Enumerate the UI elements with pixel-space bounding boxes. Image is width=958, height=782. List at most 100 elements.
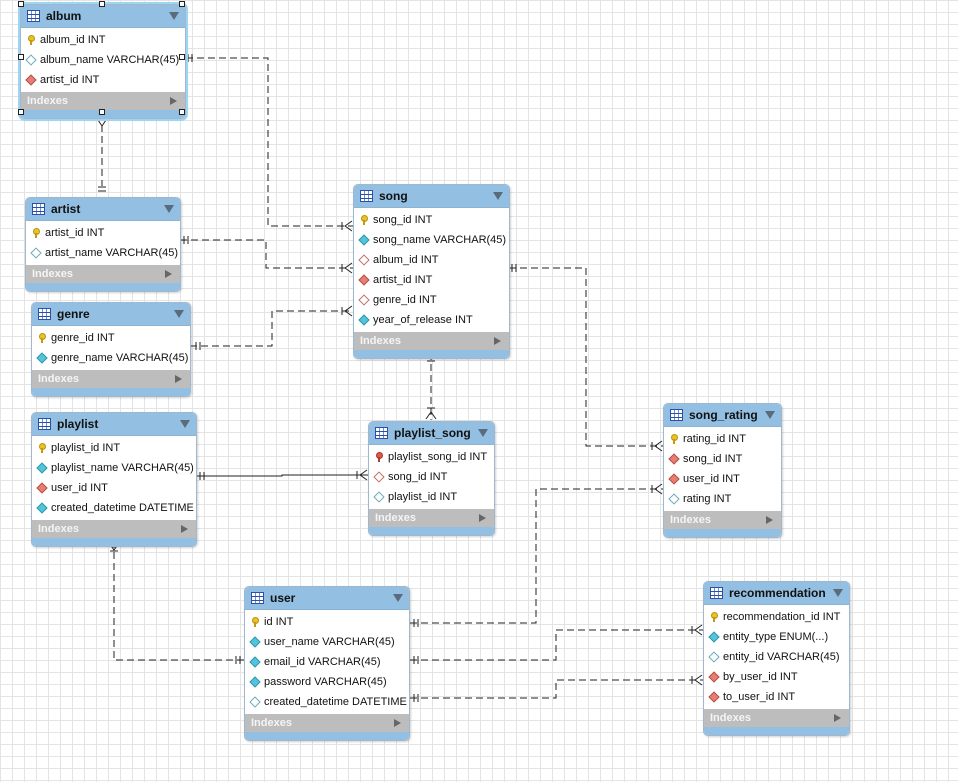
rel-user-song_rating[interactable] bbox=[410, 483, 663, 627]
column-row[interactable]: user_name VARCHAR(45) bbox=[245, 632, 409, 652]
column-row[interactable]: year_of_release INT bbox=[354, 310, 509, 330]
table-header[interactable]: song bbox=[354, 185, 509, 208]
collapse-triangle-icon[interactable] bbox=[478, 429, 488, 437]
column-row[interactable]: recommendation_id INT bbox=[704, 607, 849, 627]
collapse-triangle-icon[interactable] bbox=[393, 594, 403, 602]
rel-album-artist[interactable] bbox=[97, 114, 107, 192]
column-row[interactable]: playlist_id INT bbox=[32, 438, 196, 458]
indexes-section[interactable]: Indexes bbox=[704, 709, 849, 727]
expand-arrow-icon[interactable] bbox=[494, 337, 501, 345]
expand-arrow-icon[interactable] bbox=[165, 270, 172, 278]
column-row[interactable]: password VARCHAR(45) bbox=[245, 672, 409, 692]
column-row[interactable]: entity_type ENUM(...) bbox=[704, 627, 849, 647]
column-label: artist_id INT bbox=[40, 74, 100, 86]
rel-playlist-playlist_song[interactable] bbox=[196, 469, 368, 481]
column-row[interactable]: rating INT bbox=[664, 489, 781, 509]
rel-song-song_rating[interactable] bbox=[509, 264, 663, 452]
rel-artist-song[interactable] bbox=[180, 236, 353, 274]
column-row[interactable]: entity_id VARCHAR(45) bbox=[704, 647, 849, 667]
column-row[interactable]: song_id INT bbox=[664, 449, 781, 469]
collapse-triangle-icon[interactable] bbox=[833, 589, 843, 597]
indexes-section[interactable]: Indexes bbox=[32, 370, 190, 388]
rel-user-recommendation-by[interactable] bbox=[410, 624, 703, 664]
collapse-triangle-icon[interactable] bbox=[765, 411, 775, 419]
column-row[interactable]: user_id INT bbox=[664, 469, 781, 489]
expand-arrow-icon[interactable] bbox=[834, 714, 841, 722]
indexes-section[interactable]: Indexes bbox=[369, 509, 494, 527]
column-row[interactable]: genre_id INT bbox=[354, 290, 509, 310]
column-row[interactable]: genre_id INT bbox=[32, 328, 190, 348]
resize-handle-bottom-mid[interactable] bbox=[99, 109, 105, 115]
column-row[interactable]: created_datetime DATETIME bbox=[245, 692, 409, 712]
expand-arrow-icon[interactable] bbox=[766, 516, 773, 524]
resize-handle-top-right[interactable] bbox=[179, 1, 185, 7]
column-row[interactable]: artist_id INT bbox=[354, 270, 509, 290]
expand-arrow-icon[interactable] bbox=[181, 525, 188, 533]
indexes-section[interactable]: Indexes bbox=[664, 511, 781, 529]
collapse-triangle-icon[interactable] bbox=[164, 205, 174, 213]
column-row[interactable]: song_id INT bbox=[354, 210, 509, 230]
collapse-triangle-icon[interactable] bbox=[180, 420, 190, 428]
column-row[interactable]: user_id INT bbox=[32, 478, 196, 498]
expand-arrow-icon[interactable] bbox=[175, 375, 182, 383]
table-header[interactable]: album bbox=[21, 5, 185, 28]
column-row[interactable]: rating_id INT bbox=[664, 429, 781, 449]
column-row[interactable]: created_datetime DATETIME bbox=[32, 498, 196, 518]
nullable-foreign-key-icon bbox=[359, 295, 369, 305]
table-header[interactable]: recommendation bbox=[704, 582, 849, 605]
rel-song-playlist_song[interactable] bbox=[425, 353, 437, 420]
column-row[interactable]: playlist_song_id INT bbox=[369, 447, 494, 467]
indexes-section[interactable]: Indexes bbox=[26, 265, 180, 283]
table-header[interactable]: artist bbox=[26, 198, 180, 221]
expand-arrow-icon[interactable] bbox=[479, 514, 486, 522]
column-row[interactable]: song_name VARCHAR(45) bbox=[354, 230, 509, 250]
rel-album-song[interactable] bbox=[186, 54, 353, 232]
column-row[interactable]: artist_id INT bbox=[26, 223, 180, 243]
expand-arrow-icon[interactable] bbox=[170, 97, 177, 105]
column-row[interactable]: by_user_id INT bbox=[704, 667, 849, 687]
column-row[interactable]: song_id INT bbox=[369, 467, 494, 487]
indexes-section[interactable]: Indexes bbox=[245, 714, 409, 732]
column-row[interactable]: album_name VARCHAR(45) bbox=[21, 50, 185, 70]
table-header[interactable]: user bbox=[245, 587, 409, 610]
resize-handle-top-mid[interactable] bbox=[99, 1, 105, 7]
expand-arrow-icon[interactable] bbox=[394, 719, 401, 727]
column-row[interactable]: playlist_id INT bbox=[369, 487, 494, 507]
collapse-triangle-icon[interactable] bbox=[174, 310, 184, 318]
column-row[interactable]: playlist_name VARCHAR(45) bbox=[32, 458, 196, 478]
column-row[interactable]: genre_name VARCHAR(45) bbox=[32, 348, 190, 368]
rel-genre-song[interactable] bbox=[190, 305, 353, 350]
resize-handle-bottom-right[interactable] bbox=[179, 109, 185, 115]
collapse-triangle-icon[interactable] bbox=[493, 192, 503, 200]
rel-user-recommendation-to[interactable] bbox=[410, 674, 703, 702]
column-row[interactable]: album_id INT bbox=[354, 250, 509, 270]
column-row[interactable]: to_user_id INT bbox=[704, 687, 849, 707]
resize-handle-bottom-left[interactable] bbox=[18, 109, 24, 115]
indexes-section[interactable]: Indexes bbox=[354, 332, 509, 350]
column-row[interactable]: artist_id INT bbox=[21, 70, 185, 90]
resize-handle-mid-left[interactable] bbox=[18, 54, 24, 60]
table-header[interactable]: playlist bbox=[32, 413, 196, 436]
table-header[interactable]: playlist_song bbox=[369, 422, 494, 445]
table-header[interactable]: song_rating bbox=[664, 404, 781, 427]
indexes-section[interactable]: Indexes bbox=[21, 92, 185, 110]
column-row[interactable]: email_id VARCHAR(45) bbox=[245, 652, 409, 672]
rel-user-playlist[interactable] bbox=[108, 542, 244, 664]
column-row[interactable]: id INT bbox=[245, 612, 409, 632]
column-row[interactable]: album_id INT bbox=[21, 30, 185, 50]
table-header[interactable]: genre bbox=[32, 303, 190, 326]
column-row[interactable]: artist_name VARCHAR(45) bbox=[26, 243, 180, 263]
resize-handle-mid-right[interactable] bbox=[179, 54, 185, 60]
indexes-section[interactable]: Indexes bbox=[32, 520, 196, 538]
resize-handle-top-left[interactable] bbox=[18, 1, 24, 7]
collapse-triangle-icon[interactable] bbox=[169, 12, 179, 20]
